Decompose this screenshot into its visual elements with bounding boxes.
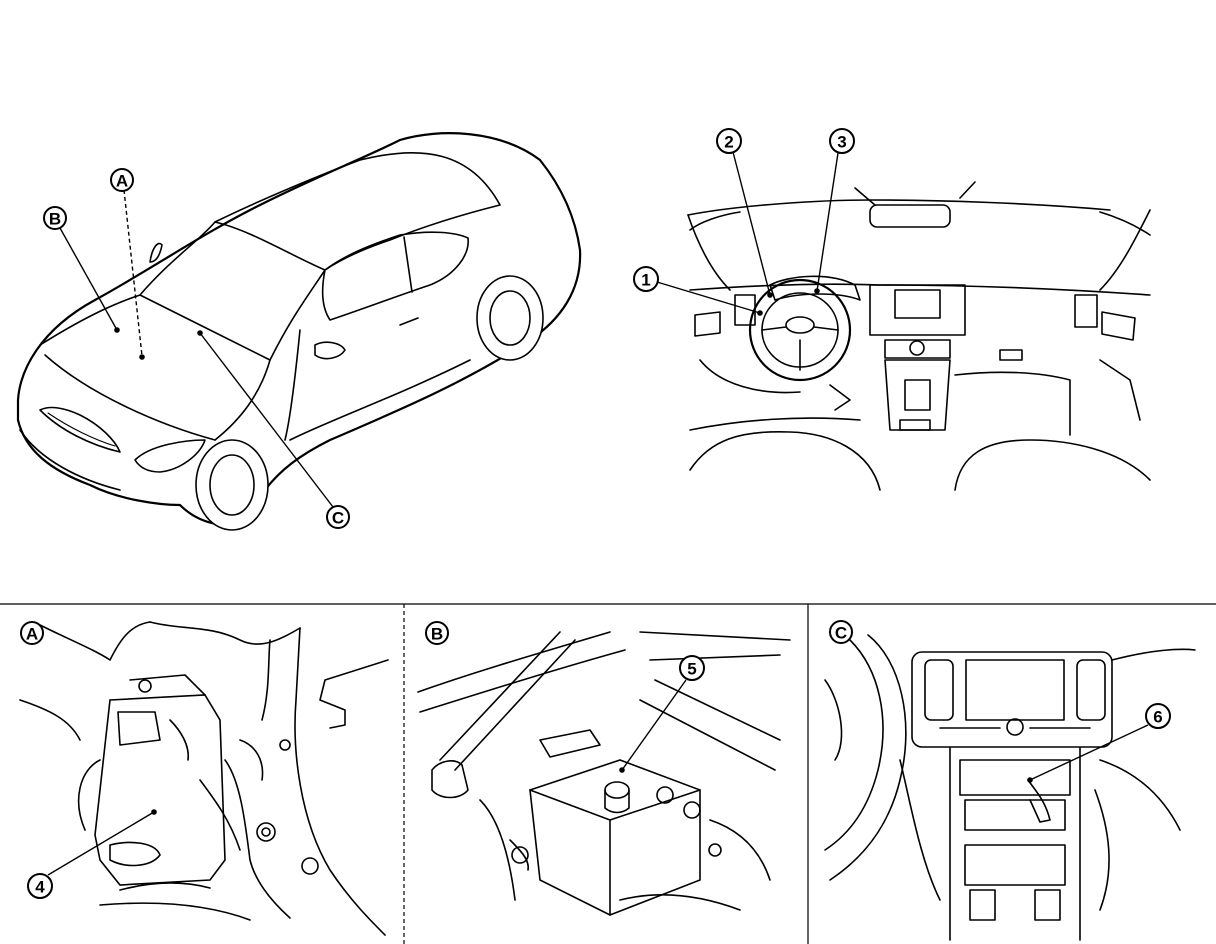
callout-5: 5: [687, 660, 696, 679]
callout-1-cabin: 1: [641, 271, 650, 290]
callout-4: 4: [35, 878, 45, 897]
callout-A-exterior: A: [116, 172, 128, 191]
callout-3-cabin: 3: [837, 133, 846, 152]
cabin-interior-illustration: 1 2 3: [633, 128, 1151, 491]
panel-C-center-console-detail: C 6: [824, 620, 1196, 941]
callout-2-cabin: 2: [724, 133, 733, 152]
panel-B-label: B: [431, 625, 443, 644]
panel-B-battery-detail: B 5: [417, 621, 791, 916]
panel-C-label: C: [835, 624, 847, 643]
callout-B-exterior: B: [49, 210, 61, 229]
callout-6: 6: [1153, 708, 1162, 727]
callout-C-exterior: C: [332, 509, 344, 528]
panel-A-engine-bay-detail: A 4: [19, 621, 389, 936]
car-exterior-illustration: A B C: [16, 132, 582, 531]
panel-A-label: A: [26, 625, 38, 644]
